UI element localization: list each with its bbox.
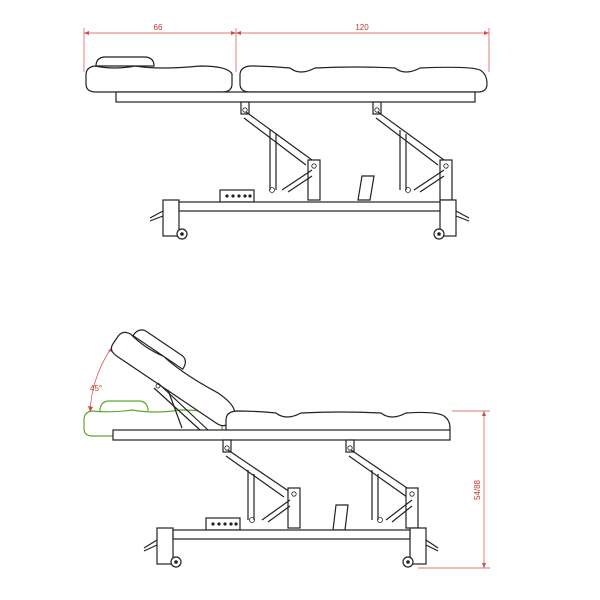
left-lift-linkage [240,101,321,201]
castor-wheels-reclined [170,556,414,568]
base-frame-reclined [143,527,439,565]
right-lift-linkage [372,101,453,201]
height-dimension: 54/88 [418,410,490,569]
right-lift-linkage-reclined [345,439,419,529]
length-dimensions: 66 120 [83,23,490,72]
flat-table-view: 66 120 [83,23,490,240]
backrest-struts [153,382,209,431]
height-range-label: 54/88 [473,479,482,500]
reclined-table-view: 45° [83,329,490,569]
body-length-label: 120 [355,23,369,32]
body-cushion [239,65,488,93]
head-pillow [95,56,155,67]
motor-actuator-reclined [332,504,349,531]
raised-backrest [110,329,236,427]
castor-wheels [176,228,445,240]
motor-actuator [357,175,375,201]
recline-angle-label: 45° [90,384,102,393]
recline-angle-arc [89,346,113,413]
control-box-reclined [205,517,241,531]
table-frame-board [115,91,476,103]
left-lift-linkage-reclined [222,439,301,529]
flat-head-outline [83,409,223,437]
head-length-label: 66 [154,23,163,32]
head-cushion [85,65,233,93]
table-frame-board-reclined [112,429,451,441]
control-box [219,189,255,203]
base-frame [149,199,470,237]
